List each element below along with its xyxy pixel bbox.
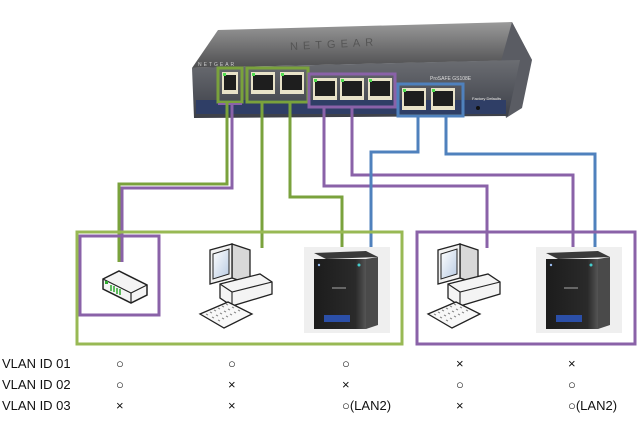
desktop-pc-icon [198,243,273,329]
cable-nas1-vlan03 [369,116,420,248]
vlan-membership-cell: × [228,377,236,392]
ethernet-port-4 [313,78,337,100]
port-led [252,73,255,76]
cable-pc2-vlan02 [322,107,489,248]
vlan-membership-cell: ○ [116,377,124,392]
port-led [369,79,372,82]
desktop-pc-icon [426,243,501,329]
vlan01-device-group [75,230,404,346]
vlan-membership-cell: × [456,398,464,413]
router-vlan02-box [78,234,161,317]
vlan-membership-cell: × [116,398,124,413]
switch-brand-top: NETGEAR [290,36,379,53]
nas-icon [304,247,390,333]
switch-top-surface [192,22,532,68]
port-led [281,73,284,76]
ethernet-port-8 [431,88,455,110]
ethernet-port-1 [222,72,238,94]
ethernet-port-6 [368,78,392,100]
port-led [314,79,317,82]
port-group-vlan01-router [216,66,244,104]
router-icon [102,270,148,304]
cable-nas1-vlan01 [288,102,344,248]
vlan-membership-cell: ○ [456,377,464,392]
port-led [403,89,406,92]
vlan-membership-cell: ○ [342,356,350,371]
ethernet-port-2 [251,72,275,94]
vlan-row: VLAN ID 02 ○ × × ○ ○ [0,377,638,397]
vlan-membership-cell: ○ [116,356,124,371]
port-led [432,89,435,92]
switch-model-label: ProSAFE GS108E [430,76,472,82]
vlan-membership-cell: × [568,356,576,371]
ethernet-port-5 [340,78,364,100]
vlan-membership-cell: × [456,356,464,371]
port-group-vlan03 [396,82,465,118]
port-led [223,73,226,76]
cable-router-vlan02 [120,104,234,262]
vlan-membership-cell: ○ [228,356,236,371]
vlan-membership-cell: × [228,398,236,413]
vlan-membership-cell: ○ [568,377,576,392]
vlan-id-label: VLAN ID 03 [2,398,71,413]
vlan-membership-cell: ○(LAN2) [568,398,618,413]
vlan-id-label: VLAN ID 02 [2,377,71,392]
factory-reset-button[interactable] [476,106,480,110]
vlan-id-label: VLAN ID 01 [2,356,71,371]
ethernet-port-7 [402,88,426,110]
vlan-row: VLAN ID 03 × × ○(LAN2) × ○(LAN2) [0,398,638,418]
vlan-membership-cell: × [342,377,350,392]
switch-brand-front: NETGEAR [198,62,236,68]
cable-router-vlan01 [117,102,229,262]
vlan-row: VLAN ID 01 ○ ○ ○ × × [0,356,638,376]
port-led [341,79,344,82]
vlan02-device-group [415,230,637,346]
nas-icon [536,247,622,333]
cable-nas2-vlan03 [444,116,597,248]
vlan-membership-cell: ○(LAN2) [342,398,392,413]
cables [117,102,597,262]
cable-nas2-vlan02 [350,107,575,248]
factory-defaults-label: Factory Defaults [472,96,501,101]
ethernet-port-3 [280,72,304,94]
